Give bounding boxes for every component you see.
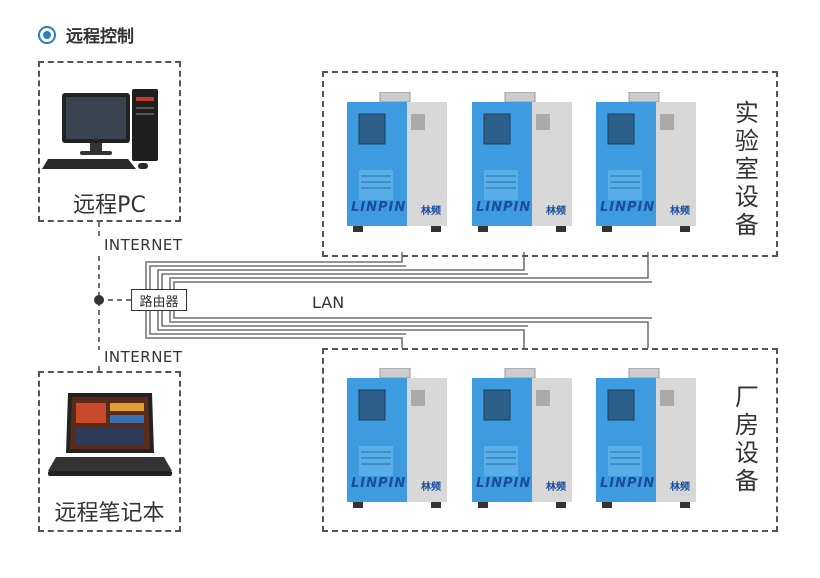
internet-label-top: INTERNET — [104, 236, 183, 254]
remote-pc-label: 远程PC — [73, 193, 146, 218]
test-chamber-icon — [596, 92, 696, 232]
remote-pc-box[interactable]: 远程PC — [38, 61, 181, 222]
test-chamber[interactable]: LINPIN 林频 — [594, 92, 699, 232]
test-chamber[interactable]: LINPIN 林频 — [345, 92, 450, 232]
factory-equipment-group[interactable] — [322, 348, 778, 532]
brand-logo-cn: 林频 — [421, 206, 441, 217]
factory-equipment-label: 厂房设备 — [730, 384, 759, 496]
brand-logo: LINPIN — [476, 200, 532, 215]
brand-logo: LINPIN — [600, 476, 656, 491]
brand-logo-cn: 林频 — [546, 206, 566, 217]
brand-logo-cn: 林频 — [670, 206, 690, 217]
test-chamber[interactable]: LINPIN 林频 — [470, 92, 575, 232]
test-chamber-icon — [472, 368, 572, 508]
test-chamber-icon — [472, 92, 572, 232]
section-title-text: 远程控制 — [66, 27, 134, 47]
desktop-computer-icon — [42, 89, 158, 169]
test-chamber-icon — [596, 368, 696, 508]
lab-equipment-label: 实验室设备 — [730, 100, 759, 240]
section-title: 远程控制 — [38, 22, 134, 47]
brand-logo: LINPIN — [600, 200, 656, 215]
brand-logo-cn: 林频 — [670, 482, 690, 493]
internet-label-bottom: INTERNET — [104, 348, 183, 366]
test-chamber-icon — [347, 368, 447, 508]
test-chamber[interactable]: LINPIN 林频 — [594, 368, 699, 508]
remote-laptop-label: 远程笔记本 — [54, 501, 165, 526]
test-chamber[interactable]: LINPIN 林频 — [470, 368, 575, 508]
brand-logo-cn: 林频 — [421, 482, 441, 493]
lan-label: LAN — [312, 293, 345, 312]
lab-equipment-group[interactable] — [322, 71, 778, 257]
brand-logo: LINPIN — [476, 476, 532, 491]
test-chamber-icon — [347, 92, 447, 232]
remote-laptop-box[interactable]: 远程笔记本 — [38, 371, 181, 532]
brand-logo-cn: 林频 — [546, 482, 566, 493]
router-node[interactable]: 路由器 — [131, 289, 187, 311]
laptop-icon — [48, 393, 172, 476]
brand-logo: LINPIN — [351, 200, 407, 215]
test-chamber[interactable]: LINPIN 林频 — [345, 368, 450, 508]
target-icon — [38, 25, 56, 44]
brand-logo: LINPIN — [351, 476, 407, 491]
